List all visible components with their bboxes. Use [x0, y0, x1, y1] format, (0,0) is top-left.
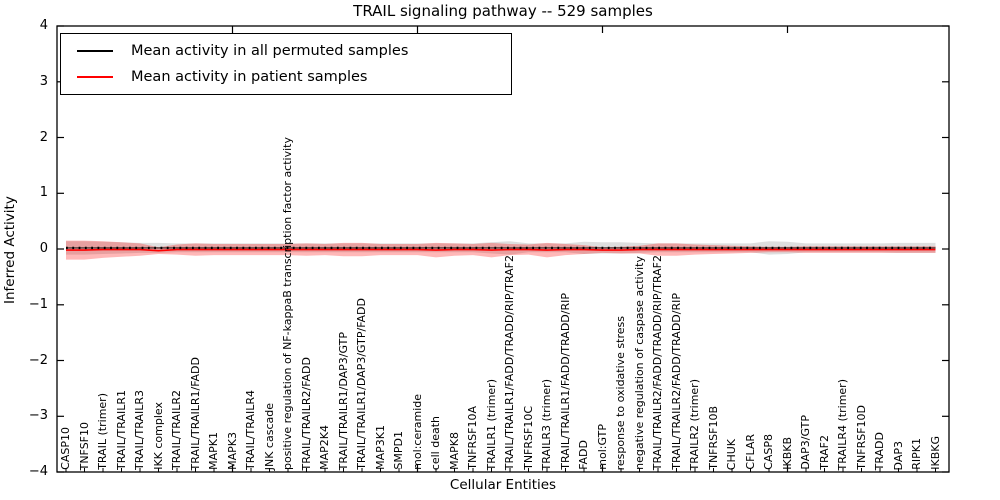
y-tick-label: 4: [39, 18, 48, 33]
y-tick-label: −1: [28, 296, 48, 312]
y-tick-label: 1: [39, 185, 48, 201]
legend-label-permuted: Mean activity in all permuted samples: [131, 43, 409, 59]
permuted-line-swatch-icon: [77, 50, 113, 52]
y-tick-label: 2: [39, 129, 48, 145]
legend-item-permuted: Mean activity in all permuted samples: [61, 38, 511, 64]
y-tick-label: −4: [28, 464, 48, 479]
y-tick-label: 0: [39, 241, 48, 256]
legend-label-patient: Mean activity in patient samples: [131, 69, 368, 85]
legend: Mean activity in all permuted samples Me…: [60, 33, 512, 95]
y-axis-title: Inferred Activity: [2, 196, 18, 304]
y-tick-label: 3: [39, 73, 48, 89]
x-axis-title: Cellular Entities: [449, 477, 557, 493]
y-tick-label: −3: [28, 408, 48, 424]
patient-line-swatch-icon: [77, 76, 113, 78]
chart-title: TRAIL signaling pathway -- 529 samples: [353, 2, 653, 20]
legend-item-patient: Mean activity in patient samples: [61, 64, 511, 90]
y-tick-label: −2: [28, 352, 48, 368]
